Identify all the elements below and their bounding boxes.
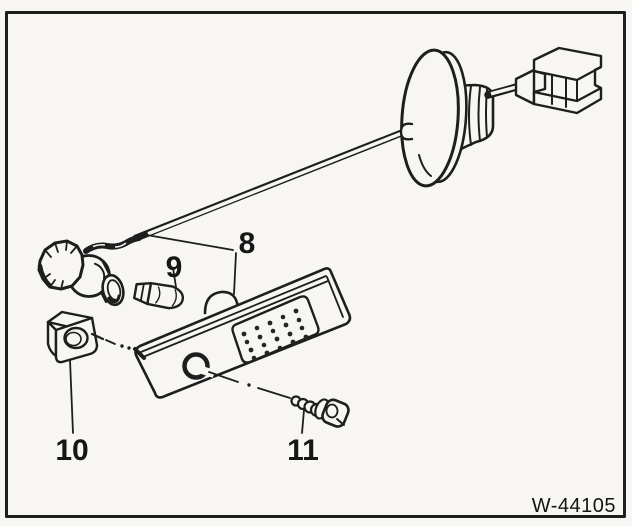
- lens-housing: [133, 267, 352, 399]
- socket-wire: [83, 235, 142, 254]
- screw-alignment-line: [208, 371, 291, 399]
- callout-leaders: [69, 233, 305, 434]
- callout-10: 10: [55, 434, 88, 467]
- connector-plug: [514, 46, 603, 115]
- grommet-disc: [399, 48, 468, 188]
- harness-cable: [132, 126, 413, 242]
- clip-alignment-line: [105, 339, 131, 350]
- callout-8: 8: [239, 227, 256, 260]
- callout-9: 9: [166, 251, 183, 284]
- callout-11: 11: [287, 434, 319, 467]
- screw-hole: [182, 352, 210, 380]
- retaining-clip: [46, 310, 105, 364]
- connector-wire: [484, 82, 524, 99]
- mounting-screw: [290, 395, 350, 428]
- figure-reference-code: W-44105: [532, 495, 616, 517]
- bulb-socket: [37, 239, 125, 307]
- figure-border: [5, 11, 626, 518]
- bulb: [133, 282, 185, 310]
- lens-texture-dots: [241, 308, 309, 361]
